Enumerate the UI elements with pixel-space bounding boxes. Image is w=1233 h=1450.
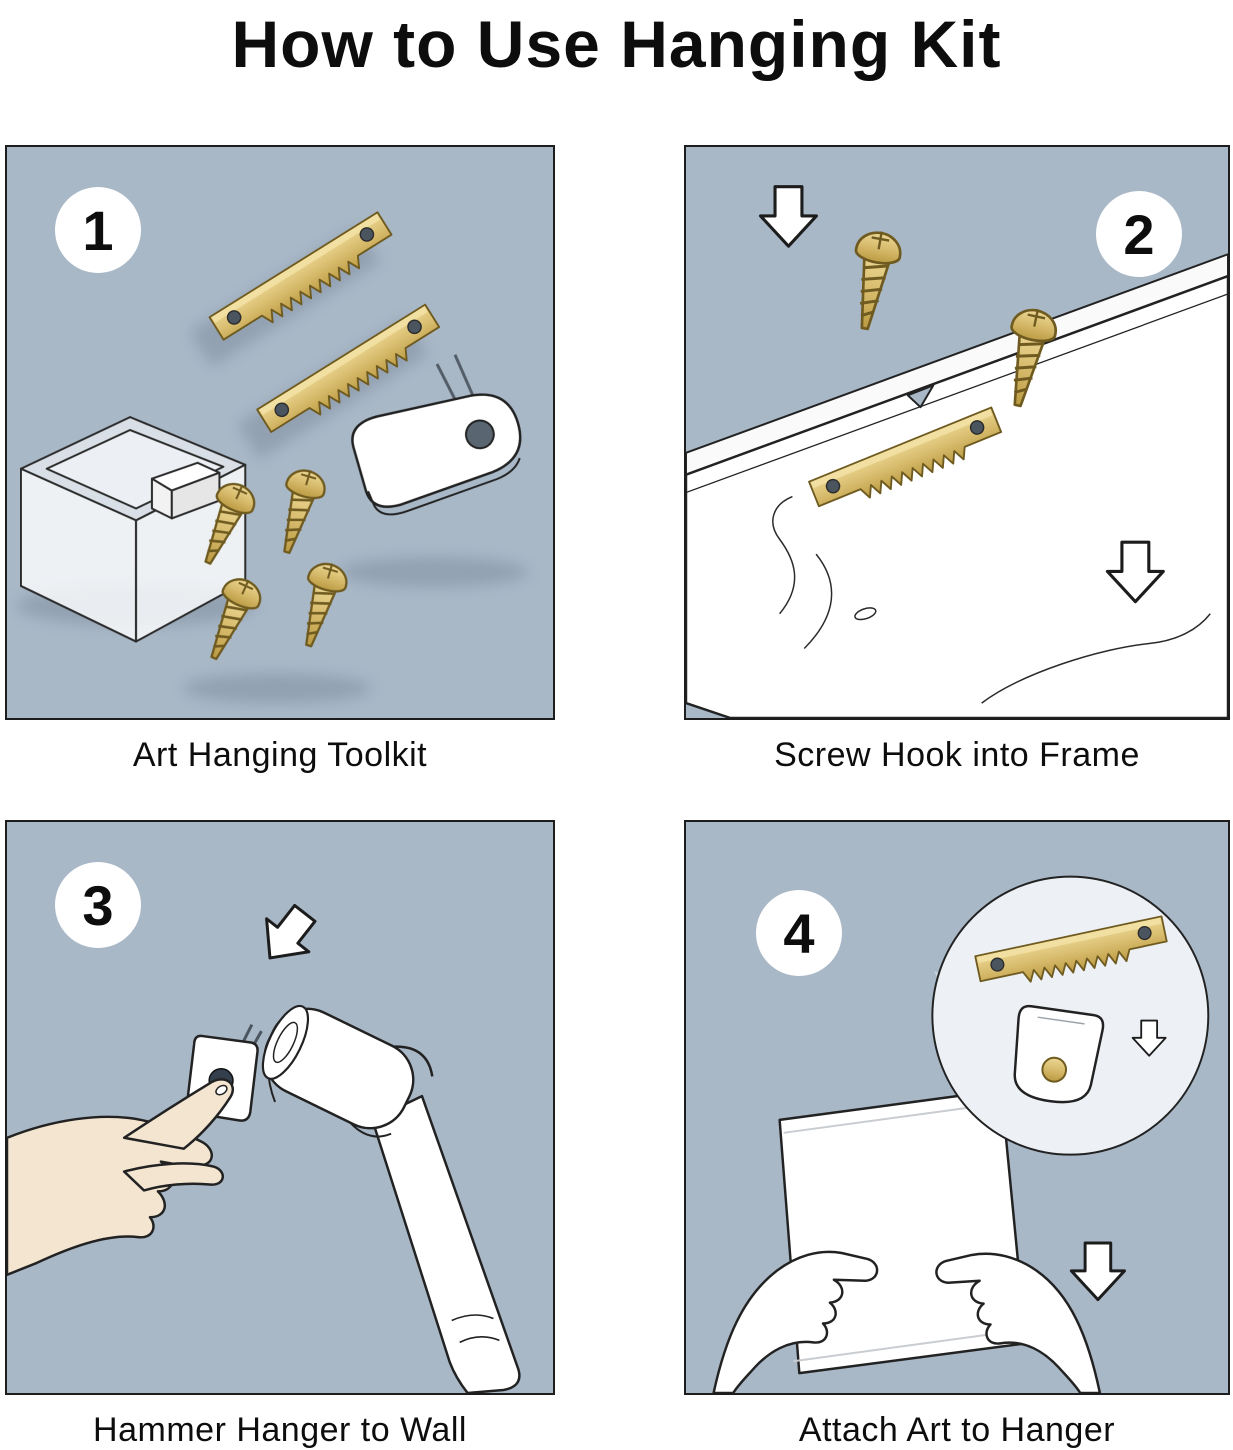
step-number: 4 xyxy=(783,901,815,965)
step-4-illustration: 4 xyxy=(684,820,1230,1395)
art-frame-icon xyxy=(778,1088,1028,1375)
step-panel-1: 1 Art Hanging Toolkit xyxy=(5,145,555,775)
step-panel-3: 3 Hammer Hanger to Wall xyxy=(5,820,555,1450)
wood-grain xyxy=(772,495,1211,704)
toolkit-illustration xyxy=(16,211,529,704)
frame-screw-illustration xyxy=(686,185,1228,718)
page-title: How to Use Hanging Kit xyxy=(231,7,1002,81)
hand-icon xyxy=(7,1078,234,1277)
step-number-badge: 2 xyxy=(1096,191,1182,277)
step-panel-4: 4 Attach Art to Hanger xyxy=(684,820,1230,1450)
step-3-illustration: 3 xyxy=(5,820,555,1395)
frame-board-icon xyxy=(686,253,1228,718)
step-panel-2: 2 Screw Hook into Frame xyxy=(684,145,1230,775)
step-number: 1 xyxy=(82,198,114,262)
arrow-down-icon xyxy=(1069,1241,1127,1302)
step-caption: Attach Art to Hanger xyxy=(798,1411,1116,1449)
step-2-illustration: 2 xyxy=(684,145,1230,720)
step-caption: Hammer Hanger to Wall xyxy=(93,1411,467,1449)
step-caption: Art Hanging Toolkit xyxy=(132,736,428,774)
step-number-badge: 1 xyxy=(55,187,141,273)
hand-icon xyxy=(712,1250,1102,1393)
step-number: 2 xyxy=(1123,202,1155,266)
sawtooth-hanger-icon xyxy=(208,211,399,351)
hammer-illustration xyxy=(7,895,521,1393)
attach-art-illustration xyxy=(712,875,1210,1393)
step-1-illustration: 1 xyxy=(5,145,555,720)
step-number-badge: 4 xyxy=(756,890,842,976)
step-caption: Screw Hook into Frame xyxy=(774,736,1140,774)
hammer-icon xyxy=(261,1004,521,1393)
magnifier-circle xyxy=(931,875,1210,1156)
step-number-badge: 3 xyxy=(55,862,141,948)
step-number: 3 xyxy=(82,873,114,937)
storage-box-icon xyxy=(19,416,247,643)
arrow-down-left-icon xyxy=(247,895,328,976)
wall-hook-icon xyxy=(351,354,522,516)
